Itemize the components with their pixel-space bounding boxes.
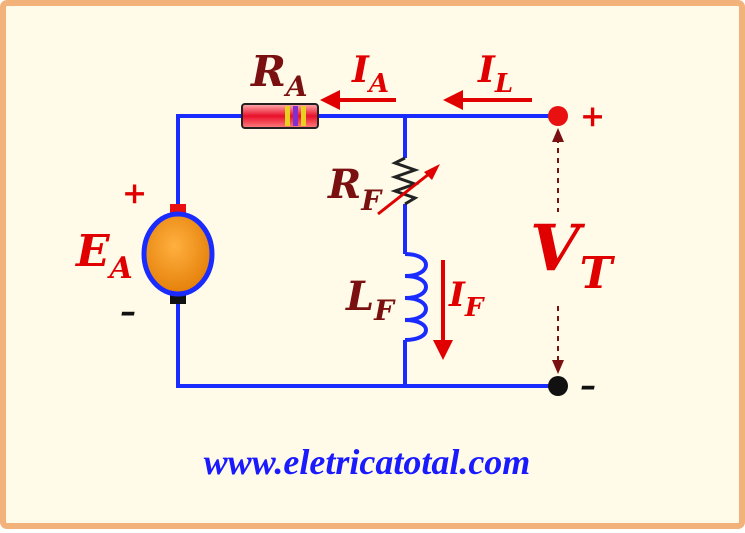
armature-current-arrow bbox=[320, 90, 396, 110]
field-current-arrow bbox=[433, 260, 453, 360]
field-current-label: IF bbox=[448, 275, 485, 323]
terminal-plus-sign: + bbox=[580, 99, 605, 134]
line-current-label: IL bbox=[477, 49, 513, 99]
source-plus-sign: + bbox=[122, 176, 147, 211]
resistor-label: RA bbox=[250, 47, 308, 103]
emf-label: EA bbox=[74, 226, 133, 286]
voltage-arrow-down-head bbox=[552, 360, 564, 374]
terminal-voltage-label: VT bbox=[530, 211, 616, 299]
armature-generator bbox=[141, 204, 215, 304]
field-inductor-label: LF bbox=[345, 273, 396, 327]
website-url[interactable]: www.eletricatotal.com bbox=[204, 442, 531, 482]
armature-current-label: IA bbox=[351, 49, 389, 99]
field-inductor bbox=[404, 252, 428, 342]
terminal-minus-sign: – bbox=[580, 366, 596, 404]
source-minus-sign: – bbox=[120, 292, 136, 330]
circuit-wires bbox=[176, 114, 558, 388]
field-rheostat bbox=[377, 156, 440, 216]
armature-resistor bbox=[241, 103, 319, 129]
line-current-arrow bbox=[443, 90, 532, 110]
voltage-arrow-up-head bbox=[552, 128, 564, 142]
field-resistor-label: RF bbox=[327, 161, 383, 217]
positive-terminal bbox=[548, 106, 568, 126]
negative-terminal bbox=[548, 376, 568, 396]
